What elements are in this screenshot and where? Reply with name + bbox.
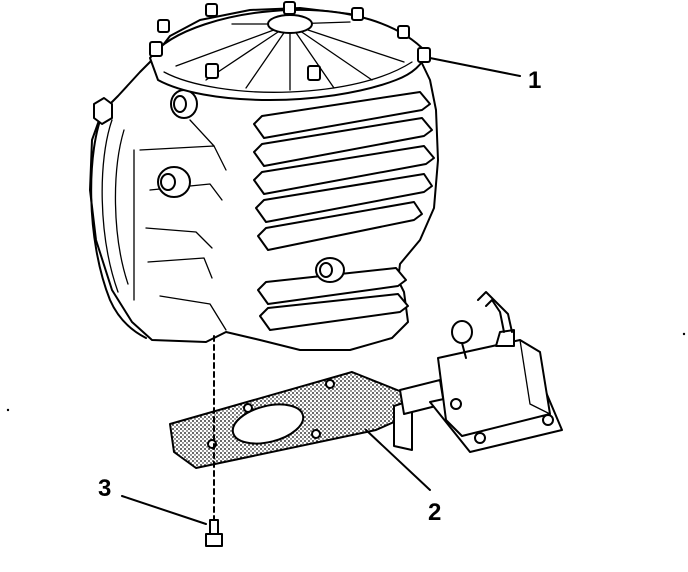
- housing-drain-plug: [315, 257, 345, 283]
- pump-gauge-cap: [451, 320, 473, 344]
- scan-speck: [6, 408, 10, 412]
- bolt-head: [205, 533, 223, 547]
- housing-inner-ribs: [133, 119, 227, 331]
- pump-outlet-tube: [477, 291, 513, 333]
- housing-domed-cover: [149, 8, 427, 101]
- pump-assembly: [399, 291, 563, 453]
- housing-side-bosses: [157, 89, 198, 198]
- housing-left-boss: [93, 97, 113, 125]
- leader-lines: [121, 57, 521, 525]
- cover-bolts: [149, 1, 431, 81]
- scan-speck: [682, 332, 686, 336]
- leader-line-3: [121, 495, 207, 525]
- callout-1: 1: [528, 67, 541, 94]
- housing-assembly: [89, 1, 439, 351]
- leader-line-2: [365, 429, 431, 491]
- bolt-shank: [209, 519, 219, 535]
- pump-outlet-fitting: [495, 329, 515, 347]
- housing-cooling-fins: [253, 91, 435, 331]
- gasket-center-hole: [231, 403, 305, 445]
- bolt: [205, 335, 223, 547]
- callout-3: 3: [98, 475, 111, 502]
- leader-line-1: [429, 57, 521, 77]
- callout-2: 2: [428, 499, 441, 526]
- housing-left-rim: [90, 109, 147, 339]
- gasket: [169, 371, 413, 469]
